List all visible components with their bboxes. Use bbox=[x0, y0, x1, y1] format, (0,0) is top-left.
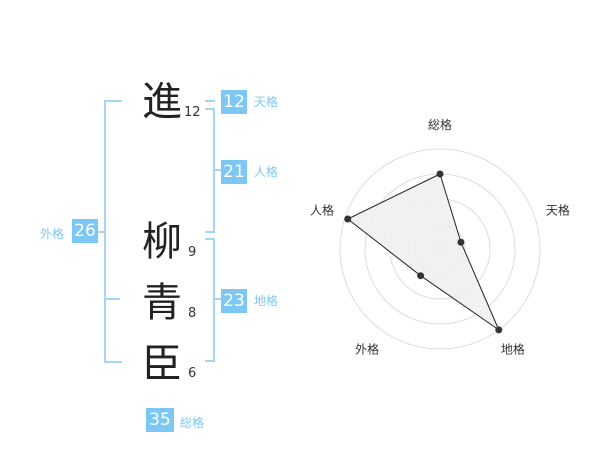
radar-axis-label-3: 地格 bbox=[501, 341, 525, 356]
name-char-3: 青 bbox=[142, 280, 182, 326]
radar-point-2 bbox=[457, 238, 465, 246]
gaikaku-label: 外格 bbox=[40, 227, 65, 241]
stroke-count-3: 8 bbox=[188, 306, 197, 321]
gaikaku-bracket bbox=[104, 100, 122, 363]
radar-point-5 bbox=[344, 215, 352, 223]
gaikaku-value-badge: 26 bbox=[72, 219, 98, 243]
inner-divider bbox=[106, 298, 120, 300]
radar-ring bbox=[339, 148, 541, 350]
stroke-count-4: 6 bbox=[188, 366, 197, 381]
radar-point-4 bbox=[417, 272, 425, 280]
tenkaku-label: 天格 bbox=[254, 95, 279, 109]
name-char-4: 臣 bbox=[142, 341, 182, 387]
name-char-2: 柳 bbox=[142, 219, 182, 265]
radar-point-1 bbox=[436, 170, 444, 178]
radar-point-3 bbox=[495, 326, 503, 334]
stroke-count-2: 9 bbox=[188, 245, 197, 260]
radar-axis-label-5: 人格 bbox=[310, 203, 334, 218]
radar-axis-label-1: 総格 bbox=[428, 117, 452, 132]
tenkaku-bracket bbox=[205, 100, 215, 102]
gaikaku-connector bbox=[97, 231, 104, 233]
jinkaku-bracket bbox=[205, 108, 215, 233]
jinkaku-label: 人格 bbox=[254, 165, 279, 179]
stroke-count-1: 12 bbox=[184, 105, 201, 120]
jinkaku-connector bbox=[215, 169, 221, 171]
name-char-1: 進 bbox=[142, 79, 182, 125]
soukaku-label: 総格 bbox=[180, 416, 205, 430]
radar-axis-label-2: 天格 bbox=[546, 203, 570, 218]
jinkaku-value-badge: 21 bbox=[221, 160, 247, 184]
radar-series-polygon bbox=[346, 173, 500, 332]
chikaku-connector bbox=[215, 298, 221, 300]
chikaku-value-badge: 23 bbox=[221, 289, 247, 313]
chikaku-bracket bbox=[205, 238, 215, 362]
soukaku-value-badge: 35 bbox=[146, 408, 174, 432]
chikaku-label: 地格 bbox=[254, 294, 279, 308]
radar-axis-label-4: 外格 bbox=[355, 341, 379, 356]
tenkaku-value-badge: 12 bbox=[221, 90, 247, 114]
